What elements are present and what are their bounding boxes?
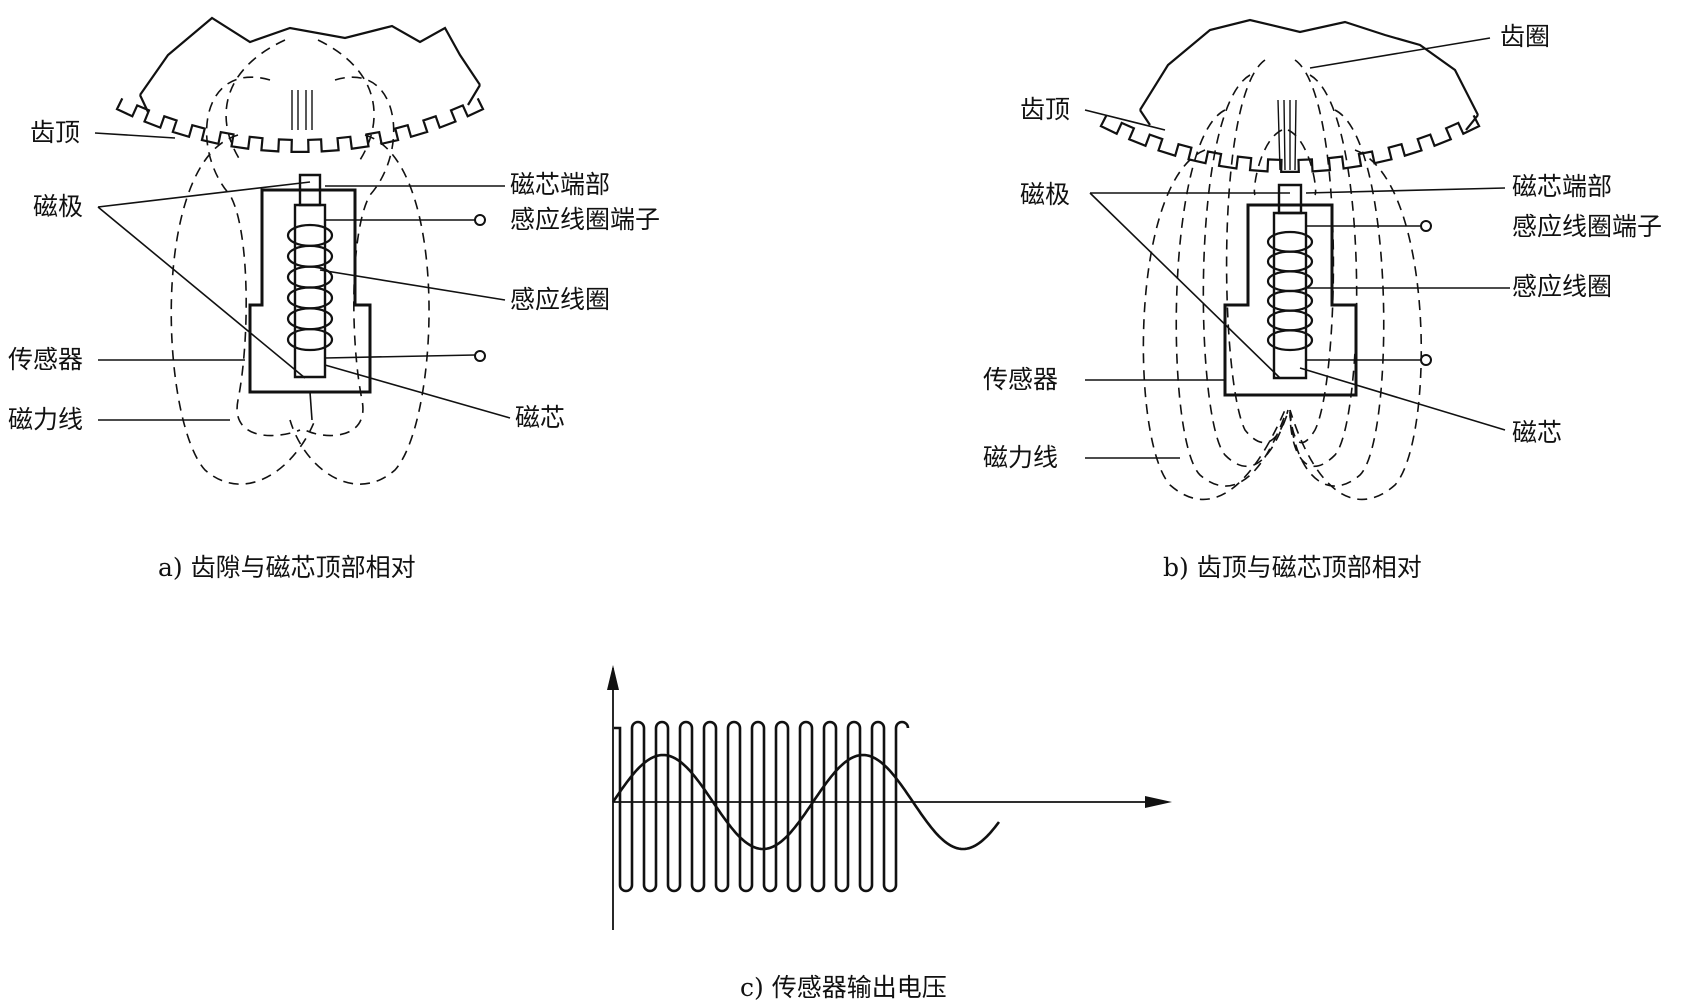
gear-tooth-profile xyxy=(1101,115,1479,171)
label-core-end: 磁芯端部 xyxy=(1512,172,1613,201)
label-core: 磁芯 xyxy=(1512,418,1563,447)
label-magnetic-pole: 磁极 xyxy=(33,192,84,221)
pulse-waveform xyxy=(614,722,908,891)
gear-side xyxy=(1140,110,1478,130)
label-coil: 感应线圈 xyxy=(1512,272,1613,301)
y-axis-arrow xyxy=(607,665,619,690)
label-field-lines: 磁力线 xyxy=(8,405,84,434)
terminal-dot xyxy=(474,350,486,362)
sensor-body xyxy=(1225,205,1356,395)
label-magnetic-pole: 磁极 xyxy=(1020,180,1071,209)
terminal-dot xyxy=(1420,220,1432,232)
gear-teeth xyxy=(1101,110,1479,172)
caption-b: b) 齿顶与磁芯顶部相对 xyxy=(1163,553,1422,582)
label-coil-terminal: 感应线圈端子 xyxy=(1512,212,1663,241)
panel-b xyxy=(1085,20,1510,499)
label-sensor: 传感器 xyxy=(8,345,84,374)
field-lines xyxy=(171,40,429,484)
x-axis-arrow xyxy=(1145,796,1172,808)
label-coil-terminal: 感应线圈端子 xyxy=(510,205,661,234)
terminal-dot xyxy=(474,214,486,226)
gear-segment xyxy=(1140,20,1478,115)
induction-coil xyxy=(1268,232,1312,350)
label-tooth-tip: 齿顶 xyxy=(30,118,81,147)
sensor-body xyxy=(250,190,370,392)
coil-turn xyxy=(288,329,332,350)
label-ring-gear: 齿圈 xyxy=(1500,22,1551,51)
label-field-lines: 磁力线 xyxy=(983,443,1059,472)
gear-teeth xyxy=(117,85,483,152)
leader-lines xyxy=(95,133,510,420)
caption-c: c) 传感器输出电压 xyxy=(740,973,947,1002)
magnetic-core xyxy=(295,205,325,377)
label-tooth-tip: 齿顶 xyxy=(1020,95,1071,124)
magnetic-core xyxy=(1274,213,1306,378)
gear-side xyxy=(140,85,480,112)
gear-tooth-profile xyxy=(117,98,483,151)
induction-coil xyxy=(288,225,332,350)
sensor-lead xyxy=(310,392,312,420)
panel-a xyxy=(95,18,510,484)
gap-flux xyxy=(292,90,312,130)
label-core-end: 磁芯端部 xyxy=(510,170,611,199)
caption-a: a) 齿隙与磁芯顶部相对 xyxy=(158,553,416,582)
core-end xyxy=(1279,185,1301,213)
field-lines xyxy=(1143,60,1421,499)
leader-lines xyxy=(1085,38,1510,458)
label-core: 磁芯 xyxy=(515,403,566,432)
gear-segment xyxy=(140,18,480,95)
coil-turn xyxy=(1268,330,1312,350)
panel-c xyxy=(607,665,1172,930)
label-sensor: 传感器 xyxy=(983,365,1059,394)
sine-waveform xyxy=(613,755,999,849)
terminal-dot xyxy=(1420,354,1432,366)
label-coil: 感应线圈 xyxy=(510,285,611,314)
gap-flux xyxy=(1278,100,1296,170)
